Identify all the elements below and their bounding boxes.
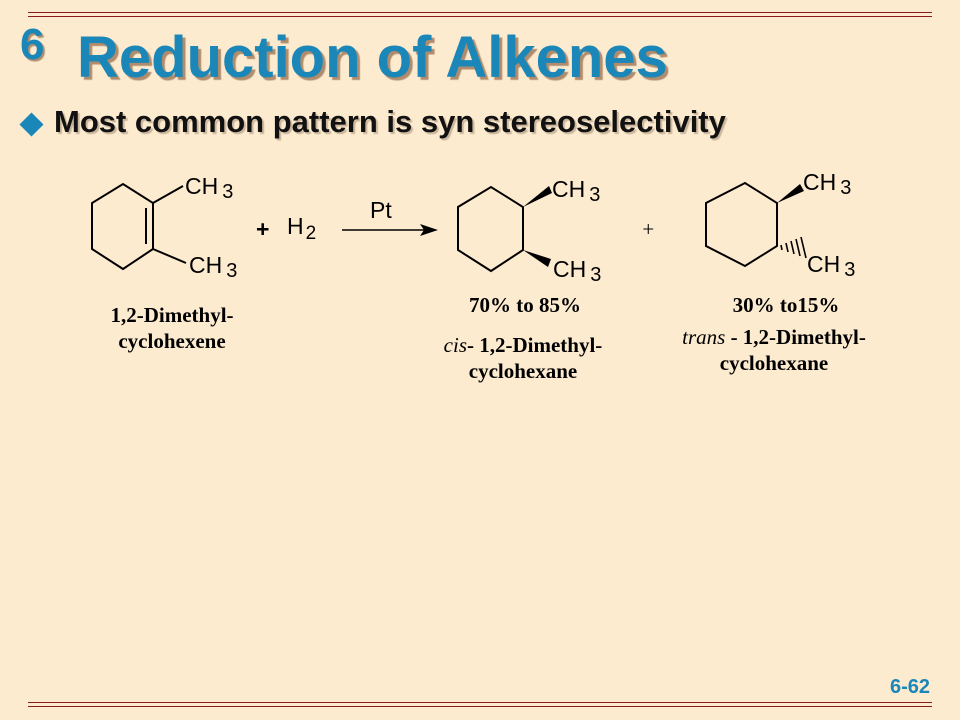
cis-name-line2: cyclohexane <box>469 359 577 383</box>
bottom-rule <box>28 702 932 707</box>
trans-name-line2: cyclohexane <box>720 351 828 375</box>
catalyst-label: Pt <box>370 197 392 223</box>
cis-name-line1: cis- 1,2-Dimethyl- <box>444 333 603 357</box>
reactant-structure <box>91 182 187 271</box>
reactant-name-line1: 1,2-Dimethyl- <box>110 303 233 327</box>
top-rule <box>28 12 932 17</box>
trans-yield: 30% to15% <box>733 293 840 317</box>
trans-wedge-top <box>777 184 804 203</box>
products-plus: + <box>641 217 655 241</box>
reaction-arrow <box>342 224 438 236</box>
trans-name-line1: trans - 1,2-Dimethyl- <box>682 325 866 349</box>
cis-product-structure <box>457 185 524 273</box>
reactant-name-line2: cyclohexene <box>118 329 225 353</box>
trans-product-structure <box>705 181 778 268</box>
slide-title: Reduction of Alkenes <box>77 25 668 90</box>
cis-wedge-top <box>523 186 552 207</box>
chapter-number: 6 <box>20 20 45 69</box>
slide-number: 6-62 <box>889 676 930 698</box>
bullet-text: Most common pattern is syn stereoselecti… <box>54 104 726 139</box>
reagent-plus: + <box>256 216 269 242</box>
cis-yield: 70% to 85% <box>469 293 581 317</box>
trans-hashed-bond <box>780 236 807 259</box>
cis-wedge-bottom <box>523 250 551 267</box>
